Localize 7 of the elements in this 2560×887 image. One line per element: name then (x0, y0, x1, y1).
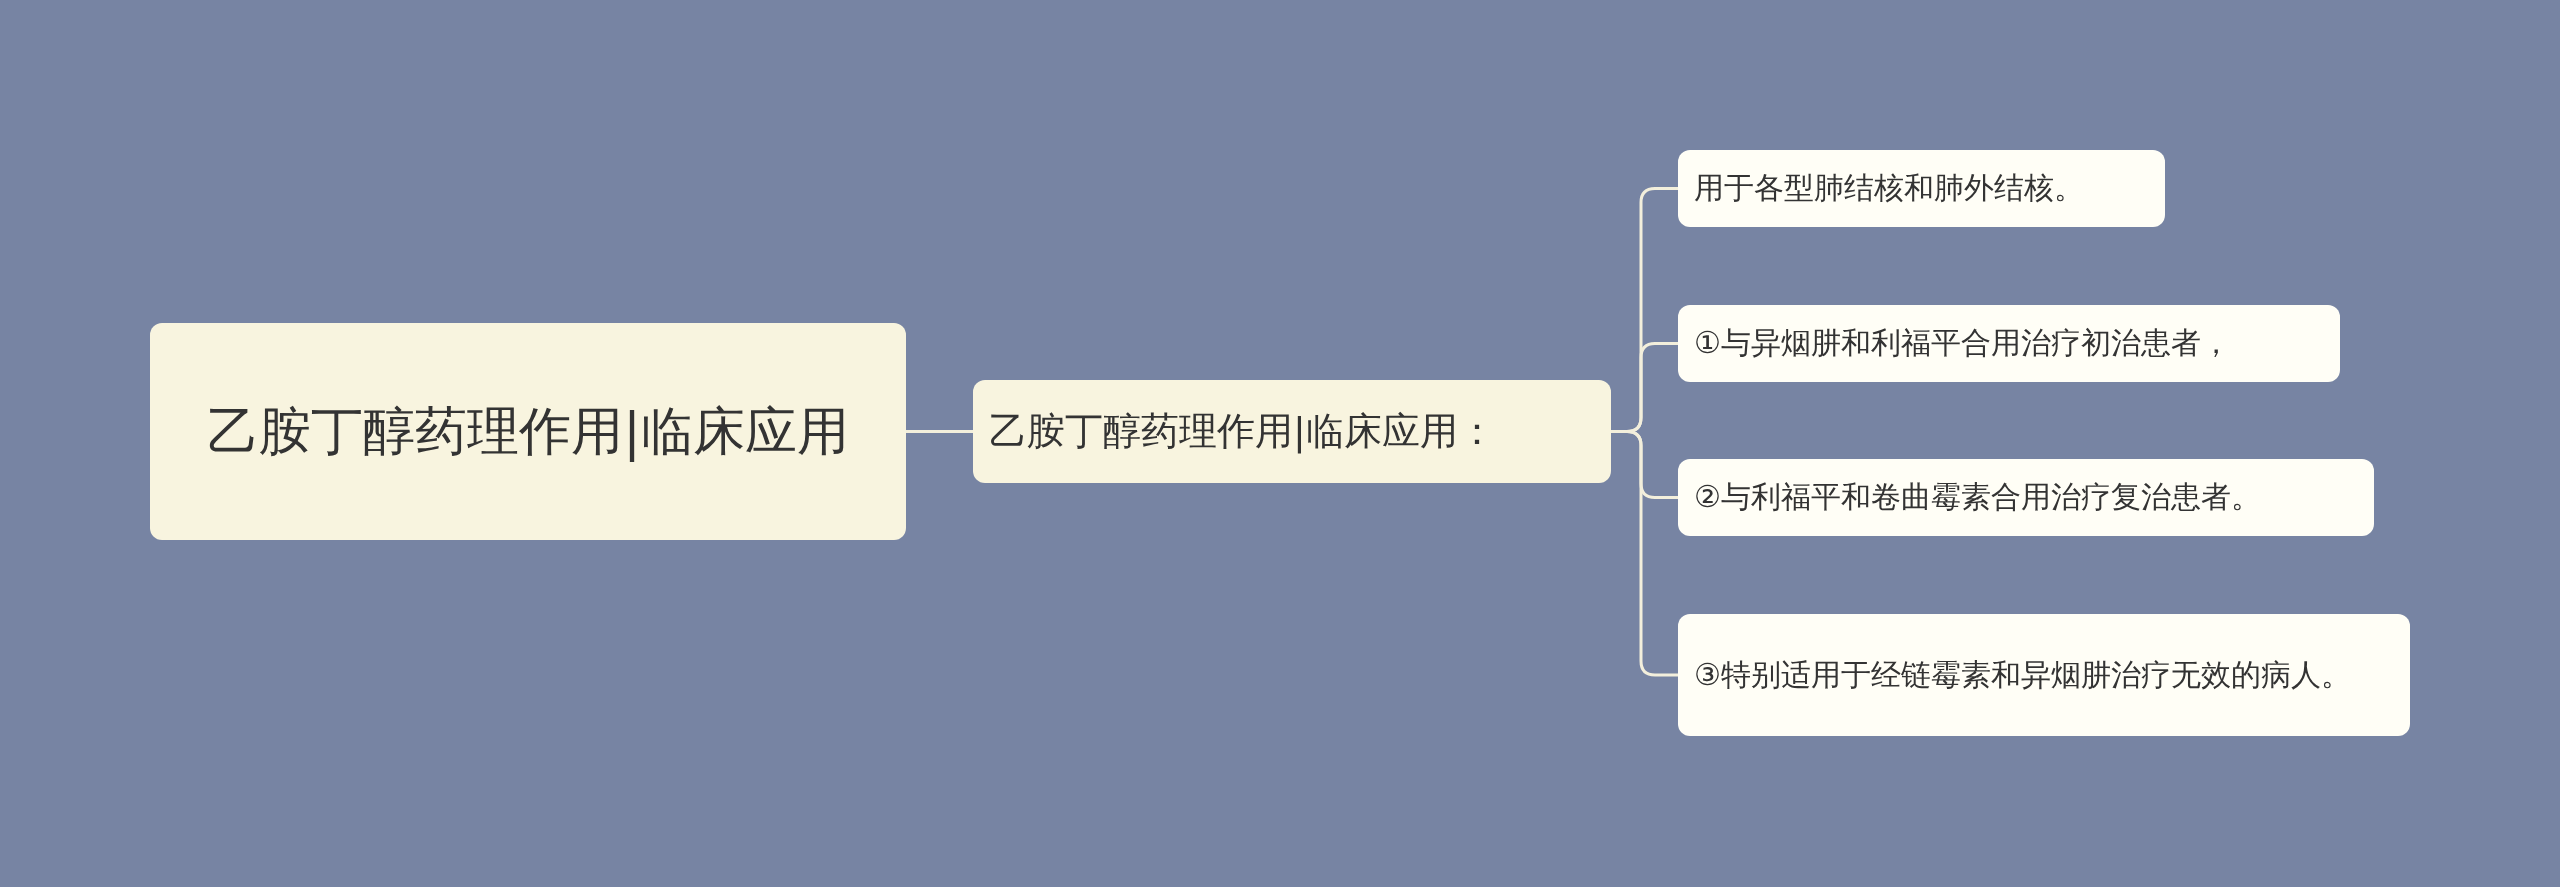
leaf-box: 用于各型肺结核和肺外结核。 (1678, 150, 2165, 227)
leaf-box: ①与异烟肼和利福平合用治疗初治患者， (1678, 305, 2340, 382)
topic-box: 乙胺丁醇药理作用|临床应用 (150, 323, 906, 540)
subtopic-box: 乙胺丁醇药理作用|临床应用： (973, 380, 1611, 483)
connector-line (906, 430, 973, 433)
leaf-box: ③特别适用于经链霉素和异烟肼治疗无效的病人。 (1678, 614, 2410, 736)
leaf-box: ②与利福平和卷曲霉素合用治疗复治患者。 (1678, 459, 2374, 536)
